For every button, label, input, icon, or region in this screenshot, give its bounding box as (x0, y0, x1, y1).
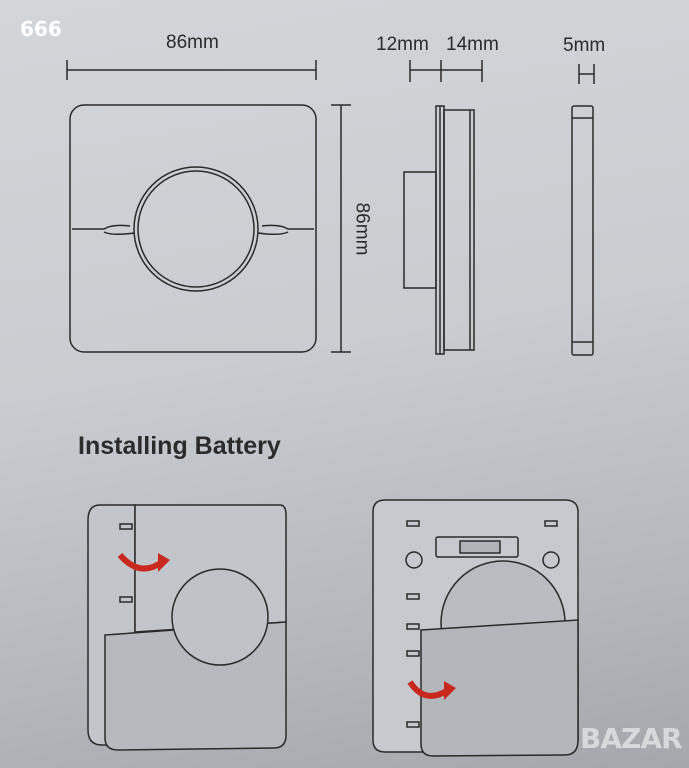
side-view-knob (403, 171, 437, 289)
watermark-logo: BAZAR (580, 722, 683, 755)
battery-step-1 (87, 504, 287, 751)
thin-side-view (571, 105, 594, 356)
depth-front-label: 14mm (446, 34, 499, 55)
image-counter: 666 (20, 17, 62, 41)
width-label: 86mm (166, 32, 219, 53)
battery-step-2 (372, 499, 579, 757)
section-title: Installing Battery (78, 432, 281, 460)
front-view-panel (69, 104, 317, 353)
depth-back-label: 12mm (376, 34, 429, 55)
height-label: 86mm (351, 202, 373, 256)
thickness-label: 5mm (563, 35, 606, 56)
front-view-knob (133, 166, 259, 292)
